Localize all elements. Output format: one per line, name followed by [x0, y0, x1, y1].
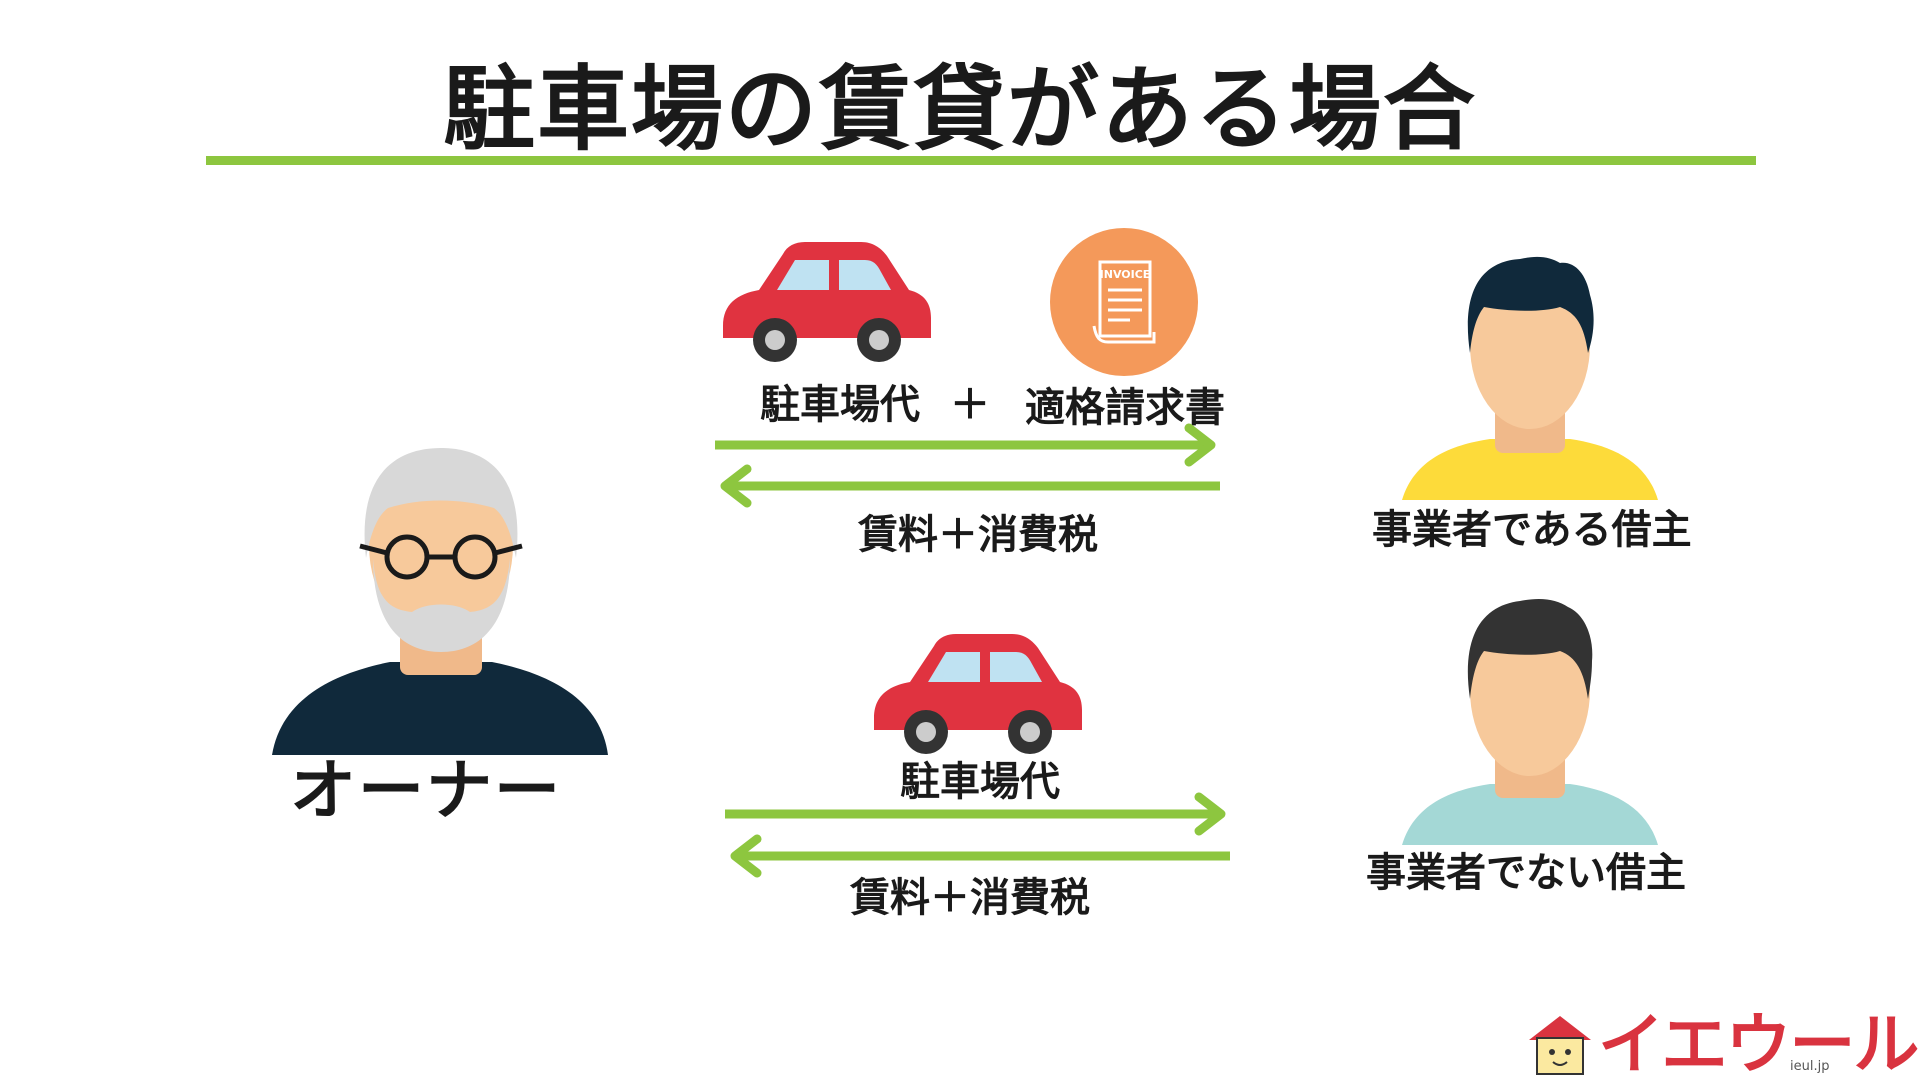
forward-arrow: [715, 423, 1216, 467]
parking-fee-label: 駐車場代: [900, 759, 1060, 805]
title-underline: [206, 156, 1756, 165]
business-tenant-label: 事業者である借主: [1372, 507, 1692, 553]
brand-domain: ieul.jp: [1790, 1059, 1830, 1074]
page-title: 駐車場の賃貸がある場合: [442, 56, 1477, 163]
rent-tax-label: 賃料＋消費税: [858, 512, 1098, 558]
tenant-individual-avatar-icon: [1402, 599, 1658, 845]
return-arrow: [720, 464, 1220, 508]
rent-tax-label: 賃料＋消費税: [850, 875, 1090, 921]
car-icon: [874, 634, 1082, 754]
parking-fee-label: 駐車場代: [760, 382, 920, 428]
brand-logo: イエウール: [1598, 1006, 1919, 1083]
house-mascot-icon: [1529, 1016, 1591, 1075]
individual-tenant-label: 事業者でない借主: [1366, 850, 1686, 896]
plus-sign: ＋: [950, 382, 990, 428]
qualified-invoice-label: 適格請求書: [1025, 385, 1225, 431]
return-arrow: [730, 834, 1230, 878]
svg-text:INVOICE: INVOICE: [1100, 268, 1151, 281]
owner-avatar-icon: [272, 448, 608, 755]
forward-arrow: [725, 792, 1226, 836]
invoice-icon: INVOICE: [1050, 228, 1198, 376]
car-icon: [723, 242, 931, 362]
tenant-business-avatar-icon: [1402, 256, 1658, 500]
owner-label: オーナー: [290, 752, 562, 829]
